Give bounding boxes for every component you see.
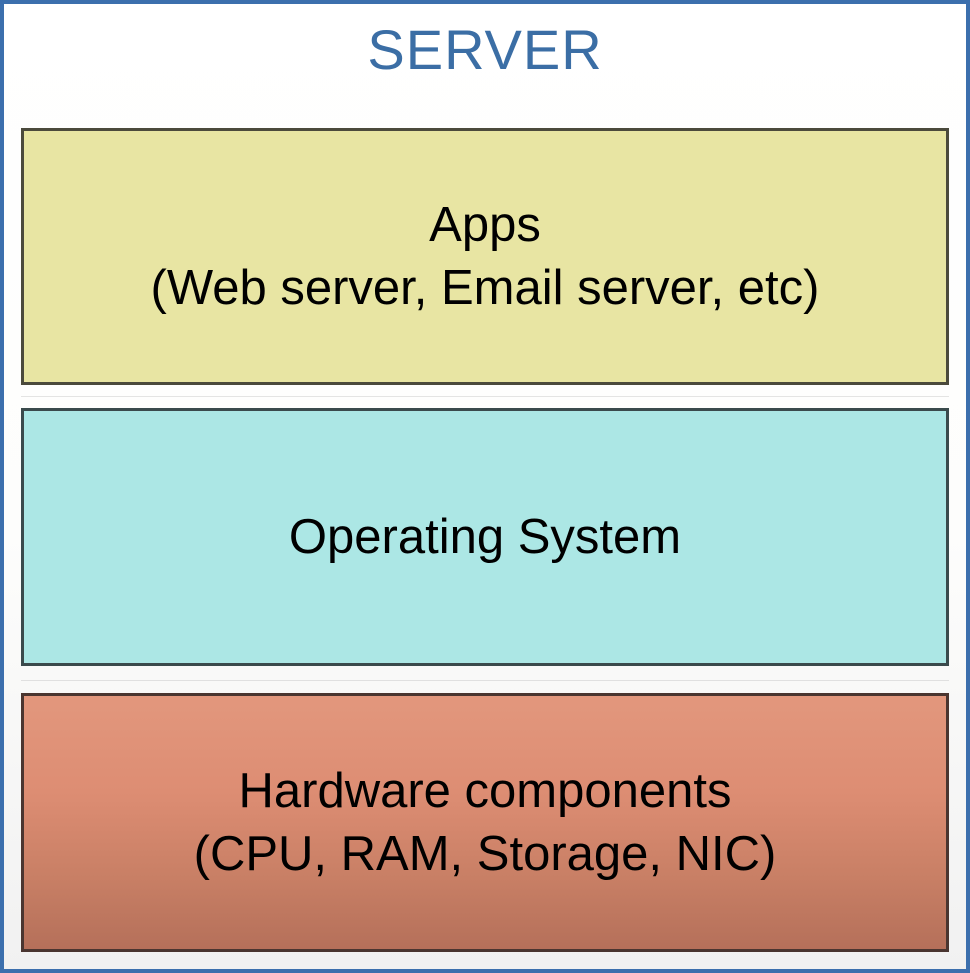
layer-apps-line-1: Apps [429, 197, 541, 252]
layer-hardware-line-2: (CPU, RAM, Storage, NIC) [193, 826, 777, 881]
layer-box-hardware: Hardware components (CPU, RAM, Storage, … [21, 693, 949, 952]
layer-divider-apps-os [21, 396, 949, 397]
layer-os-line-1: Operating System [288, 509, 682, 564]
layer-hardware-line-1: Hardware components [238, 763, 732, 818]
page-title: SERVER [367, 18, 603, 81]
layer-apps-line-2: (Web server, Email server, etc) [150, 260, 820, 315]
layer-divider-os-hardware [21, 680, 949, 681]
layer-box-apps: Apps (Web server, Email server, etc) [21, 128, 949, 385]
layer-box-operating-system: Operating System [21, 408, 949, 666]
